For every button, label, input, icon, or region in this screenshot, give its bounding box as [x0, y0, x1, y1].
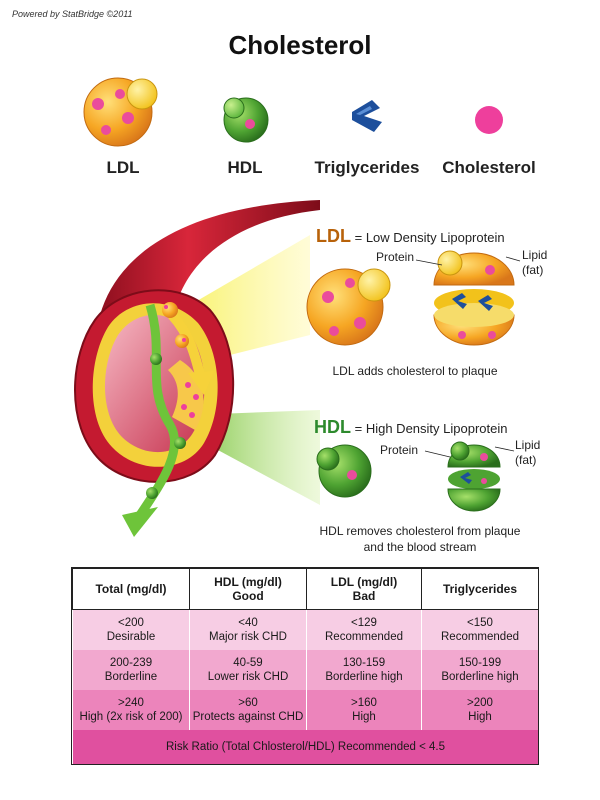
legend-ldl: LDL — [58, 70, 188, 177]
page-title: Cholesterol — [228, 30, 372, 60]
header-hdl: HDL (mg/dl)Good — [189, 568, 307, 610]
hdl-definition-heading: HDL = High Density Lipoprotein — [314, 417, 507, 438]
cholesterol-levels-table: Total (mg/dl) HDL (mg/dl)Good LDL (mg/dl… — [72, 568, 539, 764]
hdl-caption-line1: HDL removes cholesterol from plaque — [319, 524, 521, 538]
hdl-lipid-pointer — [494, 446, 515, 452]
hdl-definition: = High Density Lipoprotein — [354, 421, 508, 436]
hdl-cutaway-particle — [447, 441, 501, 512]
legend-cholesterol: Cholesterol — [424, 70, 554, 177]
hdl-lipid-label: Lipid — [515, 438, 541, 452]
credit-line: Powered by StatBridge ©2011 — [12, 9, 133, 19]
hdl-enlarged-particle — [316, 444, 372, 498]
ldl-lipid-label: Lipid — [522, 248, 548, 262]
hdl-protein-label: Protein — [380, 443, 419, 457]
ldl-enlarged-particle — [306, 268, 391, 346]
legend-hdl: HDL — [180, 70, 310, 177]
header-total: Total (mg/dl) — [72, 568, 190, 610]
ldl-abbr: LDL — [316, 226, 351, 246]
hdl-protein-pointer — [424, 450, 451, 458]
header-ldl: LDL (mg/dl)Bad — [306, 568, 422, 610]
legend-ldl-label: LDL — [106, 158, 140, 177]
ldl-definition-heading: LDL = Low Density Lipoprotein — [316, 226, 505, 247]
legend-triglycerides: Triglycerides — [302, 70, 432, 177]
ldl-definition: = Low Density Lipoprotein — [354, 230, 505, 245]
ldl-cutaway-particle — [433, 250, 515, 346]
triglyceride-icon — [352, 100, 382, 132]
ldl-protein-label: Protein — [376, 250, 415, 264]
hdl-abbr: HDL — [314, 417, 351, 437]
artery-diagram — [74, 200, 521, 537]
ldl-caption: LDL adds cholesterol to plaque — [332, 364, 498, 378]
legend-hdl-label: HDL — [227, 158, 263, 177]
ldl-protein-pointer — [415, 259, 443, 266]
ldl-particle-icon — [83, 77, 158, 147]
header-triglycerides: Triglycerides — [421, 568, 539, 610]
hdl-caption-line2: and the blood stream — [363, 540, 477, 554]
table-footer-row: Risk Ratio (Total Chlosterol/HDL) Recomm… — [72, 730, 539, 764]
cholesterol-dot-icon — [475, 106, 503, 134]
table-header-row: Total (mg/dl) HDL (mg/dl)Good LDL (mg/dl… — [72, 568, 539, 610]
ldl-lipid-fat-label: (fat) — [522, 263, 544, 277]
hdl-flow-arrow — [136, 303, 179, 518]
hdl-particle-icon — [223, 97, 269, 143]
ldl-lipid-pointer — [505, 256, 521, 262]
legend-cholesterol-label: Cholesterol — [442, 158, 536, 177]
ldl-flow-arrow — [168, 311, 205, 377]
risk-ratio-footer: Risk Ratio (Total Chlosterol/HDL) Recomm… — [72, 730, 539, 764]
legend-triglycerides-label: Triglycerides — [314, 158, 420, 177]
artery-tube — [100, 200, 320, 315]
hdl-lipid-fat-label: (fat) — [515, 453, 537, 467]
